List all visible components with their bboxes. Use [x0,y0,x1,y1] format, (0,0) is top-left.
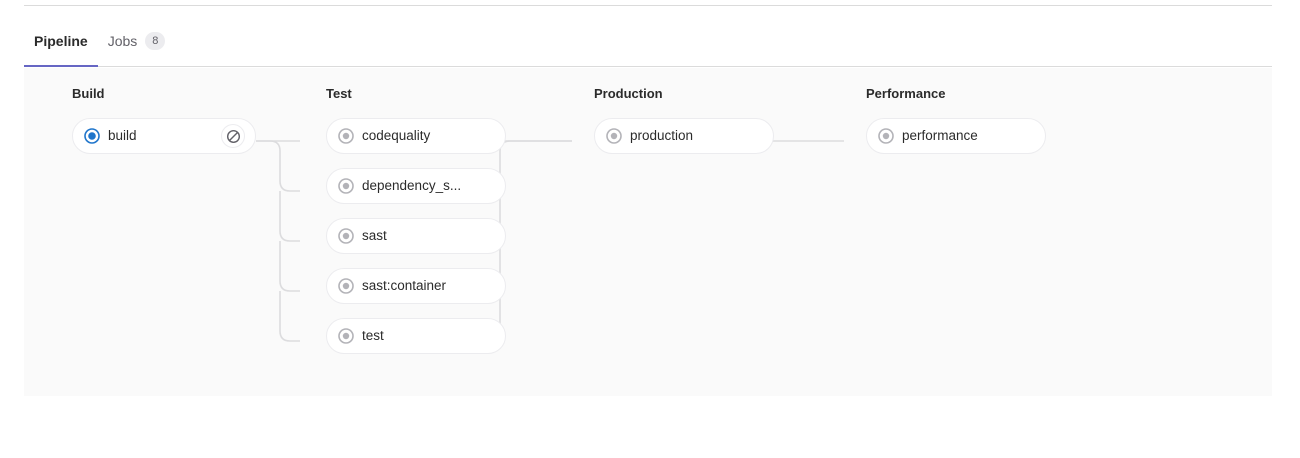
job-production[interactable]: production [594,118,774,154]
stage-test: Test codequality dependency_s... [302,68,570,354]
pipeline-graph: Build build [24,68,1272,396]
stage-performance: Performance performance [842,68,1114,154]
tab-bar: Pipeline Jobs 8 [24,22,1272,67]
stage-title-test: Test [326,86,352,101]
status-created-icon [338,178,354,194]
job-test-label: test [362,328,384,343]
tab-jobs-label: Jobs [107,32,138,49]
top-divider [24,5,1272,6]
tab-pipeline[interactable]: Pipeline [24,22,98,67]
cancel-icon [226,129,240,143]
job-performance-label: performance [902,128,978,143]
job-dependency-scanning[interactable]: dependency_s... [326,168,506,204]
stage-performance-jobs: performance [842,118,1114,154]
tab-jobs[interactable]: Jobs 8 [98,22,176,67]
status-running-icon [84,128,100,144]
status-created-icon [878,128,894,144]
job-sast-container[interactable]: sast:container [326,268,506,304]
stage-build-jobs: build [48,118,298,154]
status-created-icon [338,278,354,294]
job-build-label: build [108,128,137,143]
stage-test-jobs: codequality dependency_s... sast [302,118,570,354]
job-sast-label: sast [362,228,387,243]
status-created-icon [606,128,622,144]
status-created-icon [338,328,354,344]
job-build[interactable]: build [72,118,256,154]
status-created-icon [338,228,354,244]
pipeline-stages: Build build [24,68,1114,354]
job-dependency-scanning-label: dependency_s... [362,178,462,193]
tab-jobs-badge: 8 [145,31,166,50]
cancel-job-button[interactable] [221,124,245,148]
stage-title-performance: Performance [866,86,946,101]
stage-production: Production production [570,68,842,154]
job-performance[interactable]: performance [866,118,1046,154]
job-test[interactable]: test [326,318,506,354]
job-sast-container-label: sast:container [362,278,447,293]
stage-production-jobs: production [570,118,842,154]
job-production-label: production [630,128,694,143]
stage-build: Build build [48,68,298,154]
job-codequality-label: codequality [362,128,431,143]
job-codequality[interactable]: codequality [326,118,506,154]
stage-title-build: Build [72,86,105,101]
status-created-icon [338,128,354,144]
tab-pipeline-label: Pipeline [34,32,88,49]
job-sast[interactable]: sast [326,218,506,254]
stage-title-production: Production [594,86,663,101]
